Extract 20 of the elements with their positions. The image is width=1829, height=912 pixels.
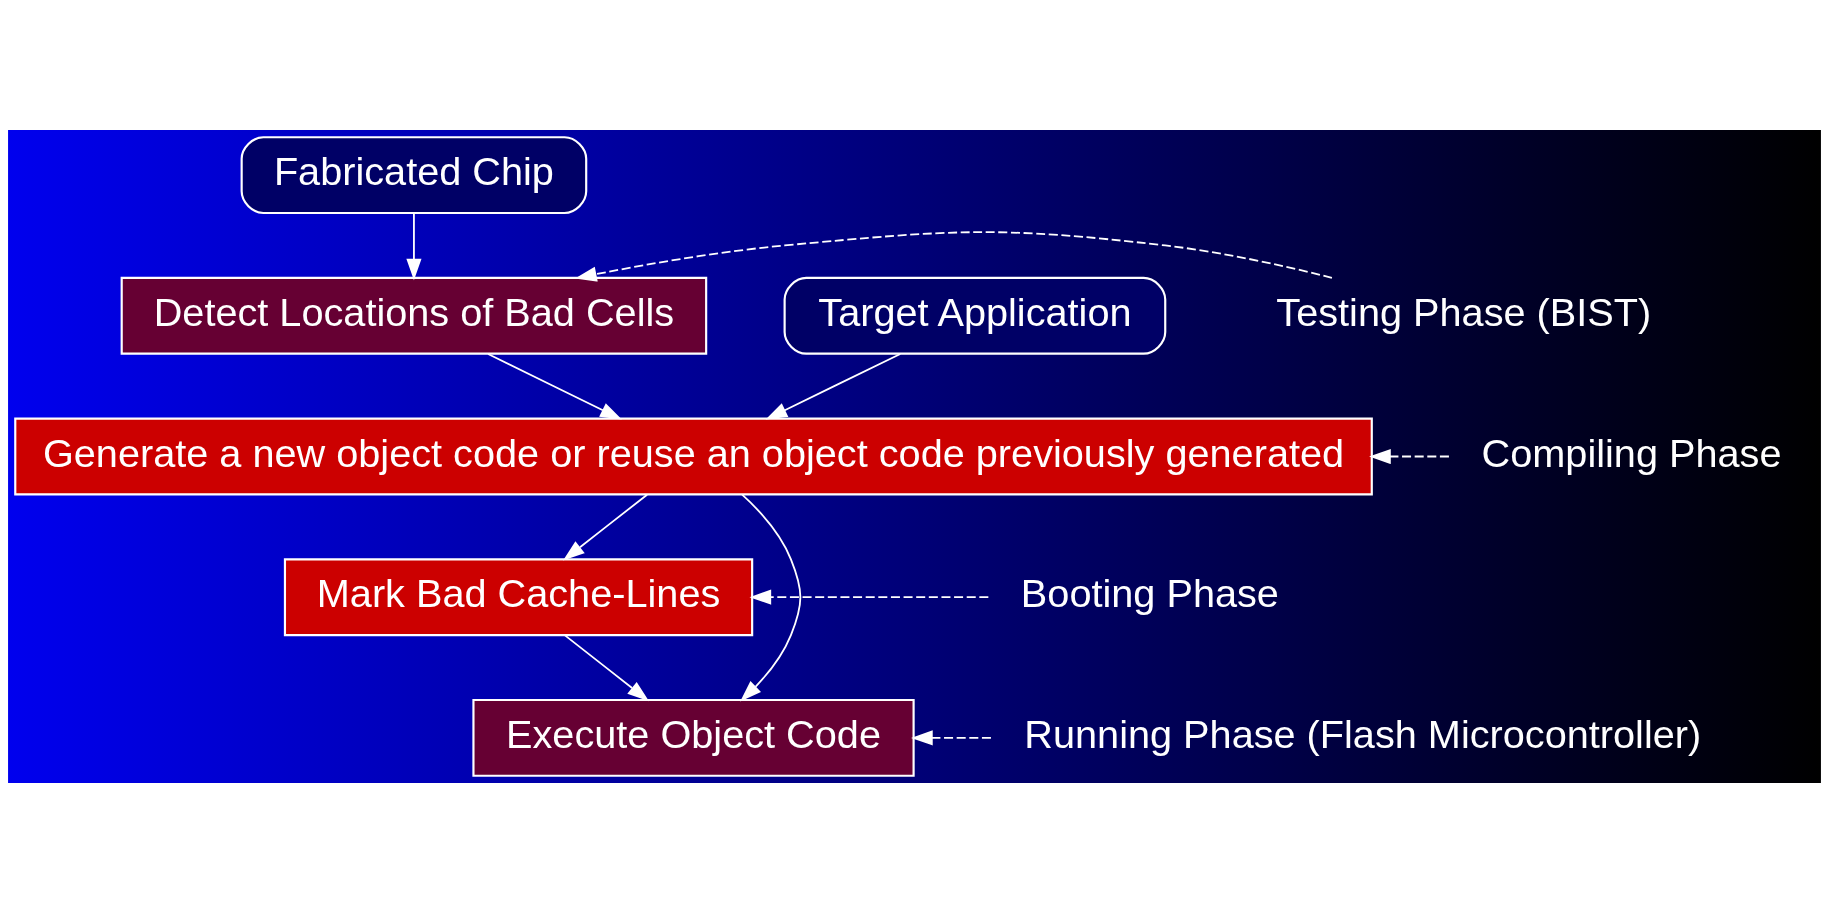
arrow: [564, 634, 650, 701]
node-text: Running Phase (Flash Microcontroller): [1024, 711, 1702, 756]
node-text: Compiling Phase: [1481, 430, 1782, 475]
node-box: Target Application: [783, 276, 1167, 355]
arrow: [1369, 448, 1450, 464]
arrow: [749, 589, 990, 605]
arrow: [575, 230, 1333, 282]
arrow: [911, 729, 992, 745]
node-box: Generate a new object code or reuse an object code previously generated: [14, 417, 1373, 495]
node-text: Testing Phase (BIST): [1276, 289, 1652, 334]
arrow: [406, 212, 422, 280]
arrow: [487, 352, 622, 420]
node-box: Fabricated Chip: [240, 135, 588, 214]
node-box: Mark Bad Cache-Lines: [283, 557, 754, 636]
arrow: [765, 352, 902, 420]
node-box: Execute Object Code: [472, 698, 915, 777]
arrow: [563, 493, 648, 561]
node-box: Detect Locations of Bad Cells: [120, 276, 708, 355]
node-text: Booting Phase: [1020, 570, 1279, 615]
arrow: [740, 493, 802, 702]
